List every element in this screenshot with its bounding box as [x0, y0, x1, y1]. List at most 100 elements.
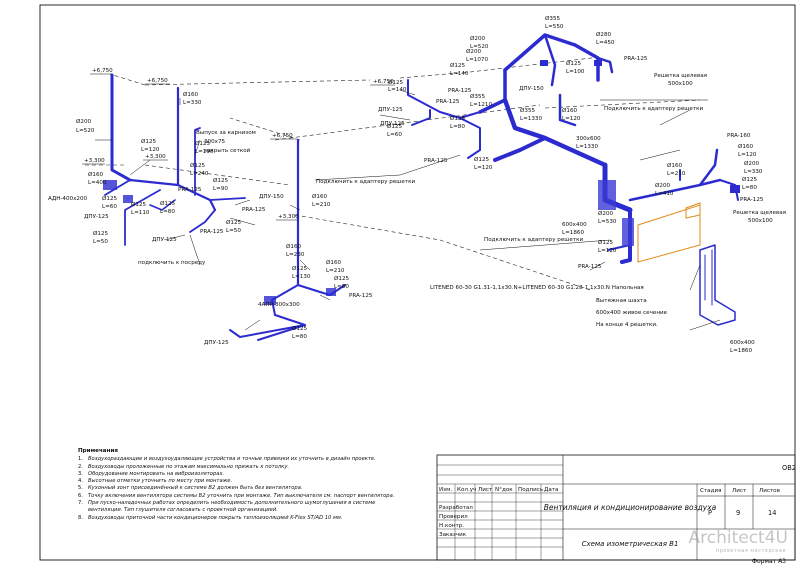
diffuser-label: ДПУ-125: [84, 214, 109, 220]
note-text: Точку включения вентилятора системы В2 у…: [88, 492, 395, 499]
duct-label: Ø125: [226, 219, 242, 226]
note-item: 3. Оборудование монтировать на виброизоля…: [78, 471, 408, 478]
duct-length: L=450: [596, 40, 615, 46]
duct-label: Ø200: [470, 35, 486, 42]
note-number: 4.: [78, 478, 83, 485]
duct-label: Ø200: [76, 118, 92, 125]
duct-label: 300x600: [576, 136, 601, 142]
elevation-marks: +6,750 +6,750 +6,750 +6,750 +3,300 +3,30…: [82, 68, 395, 221]
duct-label: Ø125: [742, 176, 758, 183]
col-header: N°док: [495, 487, 513, 493]
note-item: 2.Воздуховоды проложенные по этажам макс…: [78, 464, 408, 471]
note-text: Высотные отметки уточнить по месту при м…: [88, 478, 233, 485]
duct-label: Ø125: [388, 79, 404, 86]
diffuser-label: ДПУ-125: [152, 237, 177, 243]
pipe-labels: Ø200 L=520 Ø160 L=330 Ø160 L=400 Ø125 L=…: [76, 15, 763, 354]
note-number: 5.: [78, 485, 83, 492]
duct-length: L=190: [195, 149, 214, 155]
col-header: Кол.уч: [457, 487, 476, 493]
duct-length: L=240: [190, 171, 209, 177]
duct-label: Ø160: [286, 243, 302, 250]
duct-label: Ø125: [450, 115, 466, 122]
sheets-header: Листов: [759, 488, 780, 494]
duct-length: L=1860: [562, 230, 584, 236]
connect-note: Подключить к адаптеру решетки: [604, 106, 703, 112]
ac-model-note: LITENED 60-30 G1.31-1,1x30.N+LITENED 60-…: [430, 285, 644, 291]
duct-length: L=140: [450, 71, 469, 77]
duct-length: L=520: [76, 128, 95, 134]
note-item: 1.Воздухораздающие и воздухоудаляющие ус…: [78, 456, 408, 463]
role-label: Н.контр.: [439, 523, 464, 529]
leader-lines: [95, 89, 721, 331]
device-labels: АДН-400x200 ДПУ-125 ДПУ-125 ДПУ-125 ДПУ-…: [48, 56, 786, 346]
duct-length: L=80: [742, 185, 757, 191]
note-text: Воздухораздающие и воздухоудаляющие устр…: [88, 456, 376, 463]
sheets-value: 14: [768, 509, 776, 517]
col-header: Лист: [478, 487, 493, 493]
connect-note: Подключить к адаптеру решетки: [316, 179, 415, 185]
duct-length: L=80: [450, 124, 465, 130]
duct-length: L=520: [470, 44, 489, 50]
note-text: Воздуховоды приточной части кондиционеро…: [88, 514, 343, 521]
shaft-size: 600x400 живое сечение: [596, 310, 668, 316]
unit-label: АДН-400x200: [48, 196, 88, 202]
role-label: Разработал: [439, 505, 473, 511]
duct-label: Ø160: [88, 171, 104, 178]
duct-label: Ø125: [387, 123, 403, 130]
regulator-label: PRA-125: [448, 88, 472, 94]
regulator-label: PRA-125: [349, 293, 373, 299]
duct-label: Ø125: [141, 138, 157, 145]
duct-length: L=50: [226, 228, 241, 234]
watermark: Architect4U: [688, 528, 789, 548]
duct-label: Ø125: [450, 62, 466, 69]
duct-label: Ø200: [466, 48, 482, 55]
duct-length: L=1330: [576, 144, 598, 150]
diffuser-label: ДПУ-150: [519, 86, 544, 92]
duct-label: Ø160: [562, 107, 578, 114]
note-number: 3.: [78, 470, 83, 477]
elevation-mark: +6,750: [147, 78, 168, 84]
diffuser-label: ДПУ-125: [380, 121, 405, 127]
grille-size: 500x100: [748, 218, 773, 224]
duct-label: Ø125: [213, 177, 229, 184]
level-lines: [85, 56, 701, 291]
grille-size: 500x100: [668, 81, 693, 87]
duct-label: Ø125: [102, 195, 118, 202]
duct-label: Ø280: [596, 31, 612, 38]
duct-length: L=60: [102, 204, 117, 210]
note-text: Оборудование монтировать на виброизолято…: [88, 470, 225, 477]
regulator-label: PRA-160: [727, 133, 751, 139]
duct-label: Ø125: [598, 239, 614, 246]
sheet-title: Схема изометрическая В1: [582, 540, 679, 548]
duct-label: Ø200: [655, 182, 671, 189]
duct-length: L=330: [183, 100, 202, 106]
note-number: 2.: [78, 463, 83, 470]
note-item: 6.Точку включения вентилятора системы В2…: [78, 493, 408, 500]
duct-label: Ø160: [667, 162, 683, 169]
duct-length: L=80: [292, 334, 307, 340]
duct-label: Ø125: [195, 140, 211, 147]
stage-header: Стадия: [700, 488, 721, 494]
duct-label: Ø125: [190, 162, 206, 169]
duct-length: L=1860: [730, 348, 752, 354]
duct-label: Ø125: [334, 275, 350, 282]
outlet-size: 300x75: [204, 139, 226, 145]
duct-length: L=1070: [466, 57, 488, 63]
duct-length: L=80: [160, 209, 175, 215]
sheet-format: Формат А3: [751, 558, 786, 565]
annotations: Выпуск за карнизом 300x75 закрыть сеткой…: [138, 106, 703, 328]
duct-label: Ø160: [312, 193, 328, 200]
elevation-mark: +6,750: [272, 133, 293, 139]
note-number: 8.: [78, 514, 83, 521]
col-header: Дата: [544, 487, 558, 493]
shaft-grille-note: На конце 4 решетки.: [596, 322, 658, 328]
duct-label: Ø125: [131, 201, 147, 208]
duct-label: 600x400: [730, 340, 755, 346]
duct-label: Ø125: [292, 265, 308, 272]
duct-length: L=530: [598, 219, 617, 225]
connect-note: подключить к посреду: [138, 260, 206, 266]
regulator-label: PRA-125: [200, 229, 224, 235]
duct-label: Ø355: [470, 93, 486, 100]
regulator-label: PRA-125: [436, 99, 460, 105]
